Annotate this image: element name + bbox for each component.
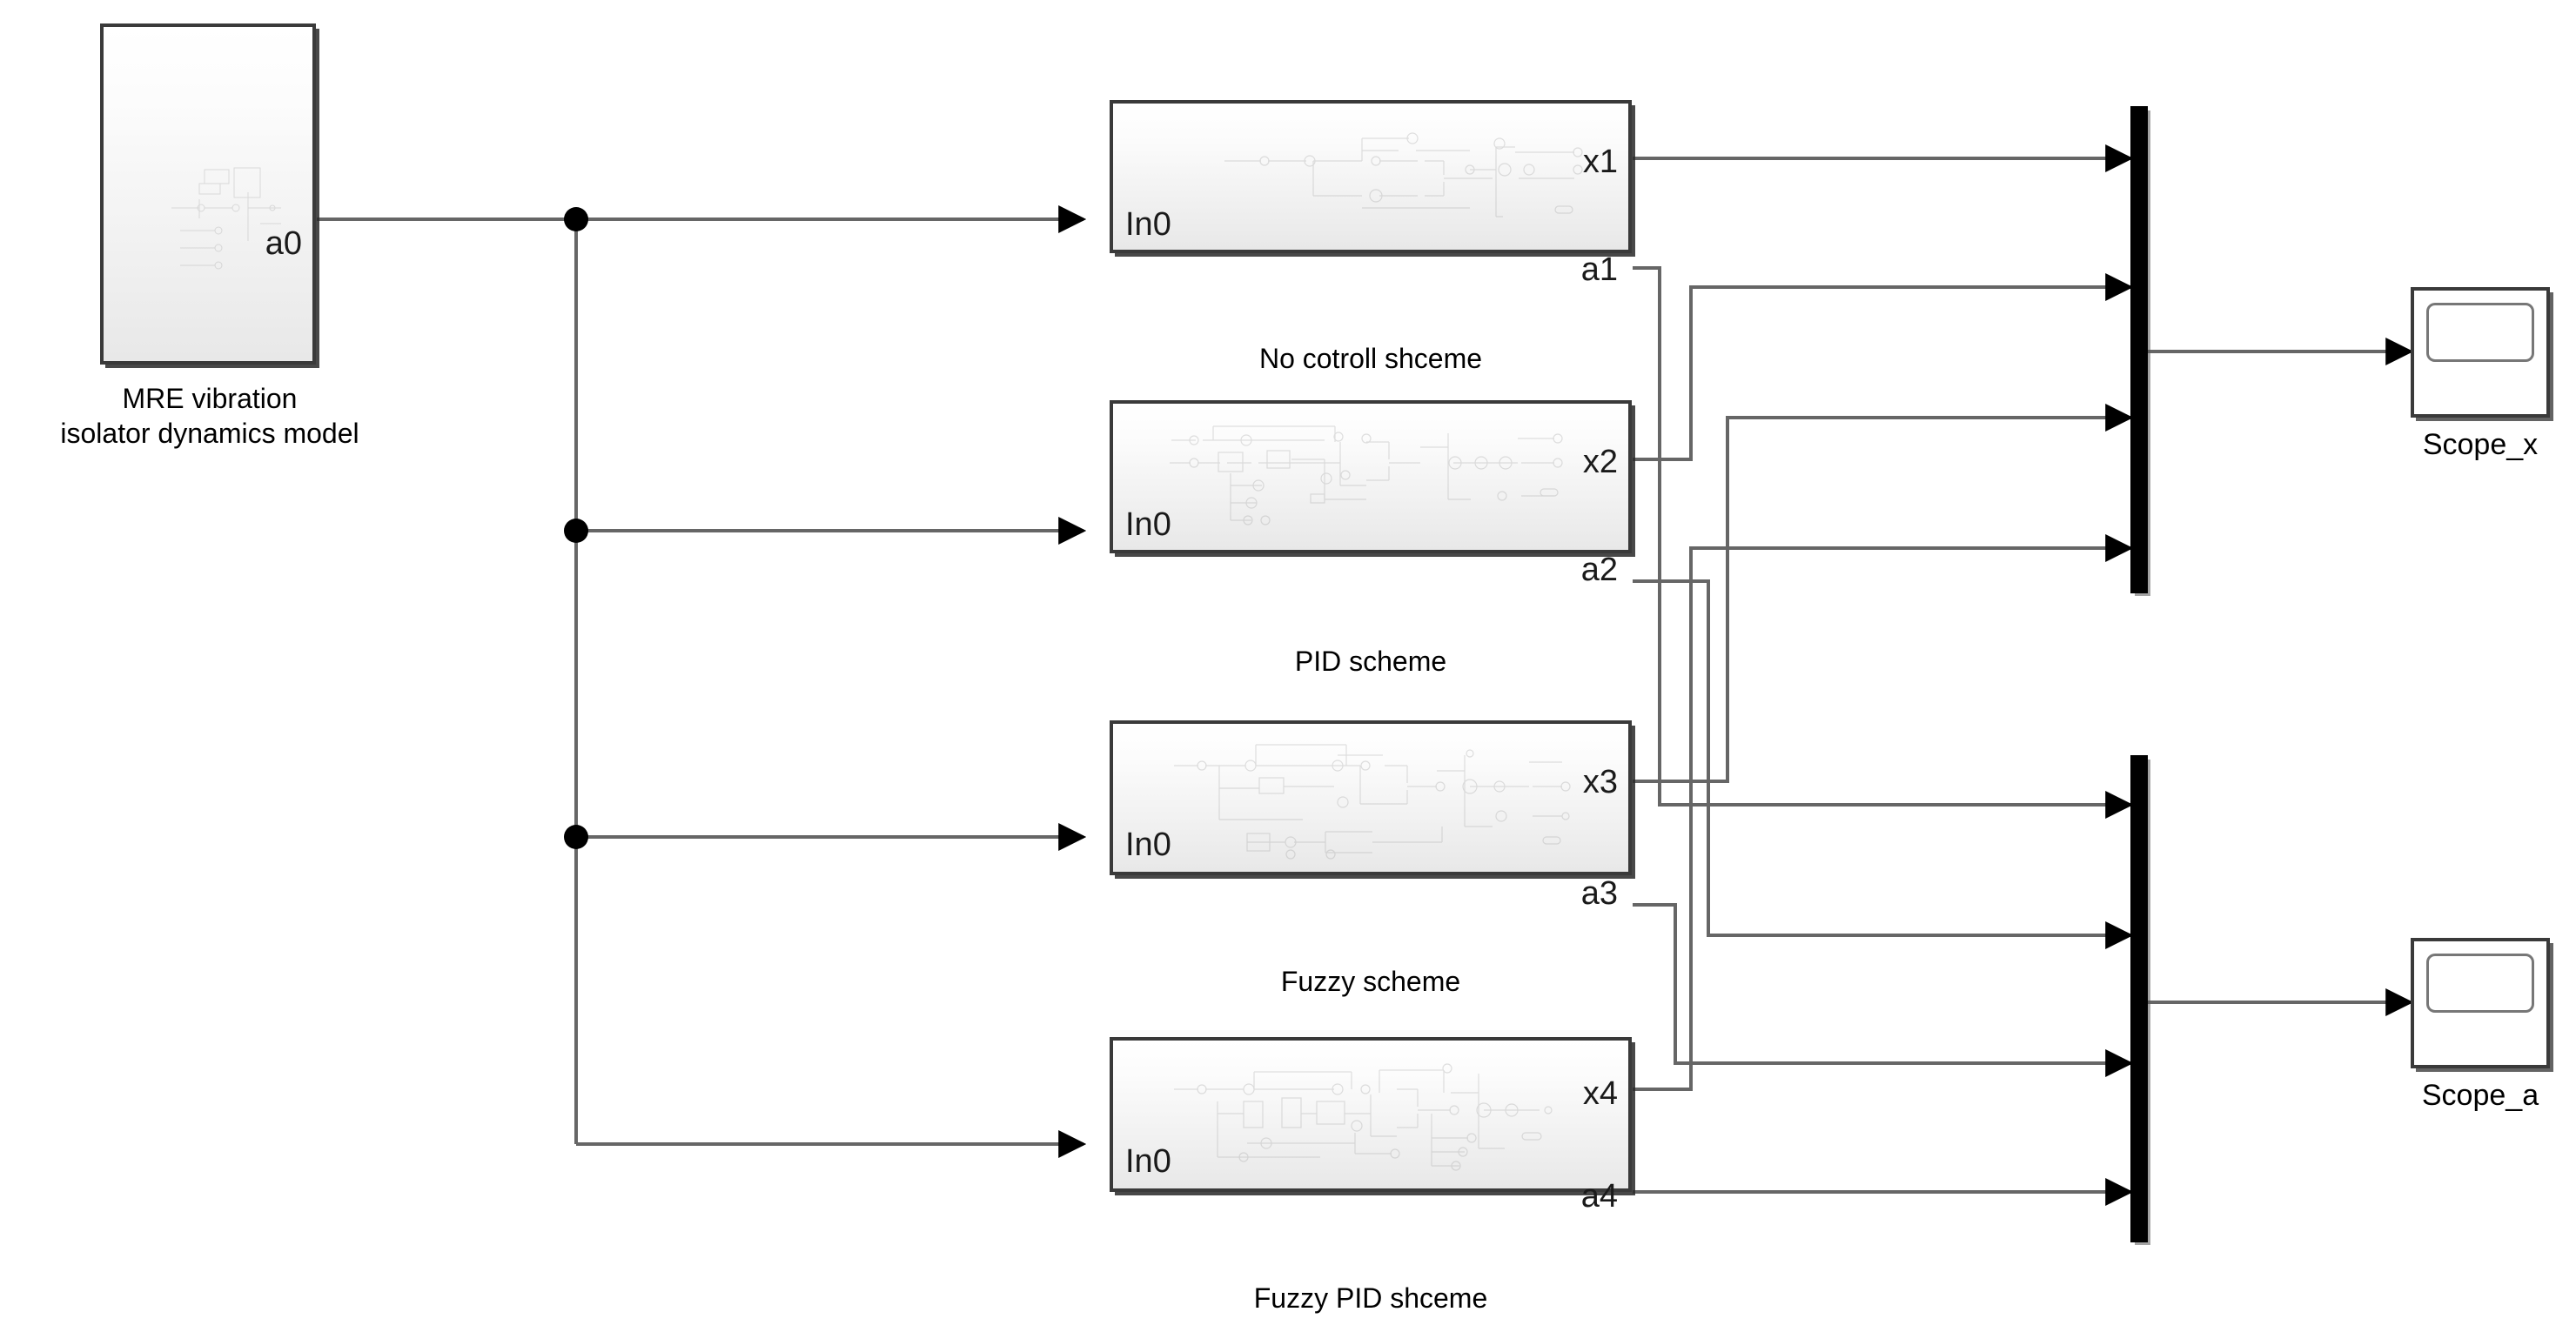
pid-output-port-x2-label: x2 xyxy=(1582,444,1618,480)
no-control-input-port-label: In0 xyxy=(1125,206,1171,243)
wire-a2 xyxy=(1633,579,2134,949)
scope-x-screen xyxy=(2426,303,2534,363)
fuzzy-output-port-a3-label: a3 xyxy=(1580,875,1618,912)
wire-a3 xyxy=(1633,903,2134,1077)
mre-output-port-label: a0 xyxy=(265,225,302,262)
no-control-output-port-x1-label: x1 xyxy=(1582,144,1618,180)
mux-a-block[interactable] xyxy=(2130,755,2148,1242)
fuzzy-pid-output-port-a4-label: a4 xyxy=(1580,1178,1618,1215)
fuzzy-pid-scheme-block[interactable]: In0 x4 a4 xyxy=(1110,1037,1632,1213)
scope-x-caption: Scope_x xyxy=(2422,428,2539,461)
scope-a-caption: Scope_a xyxy=(2421,1079,2539,1112)
branch-junctions xyxy=(564,207,588,849)
pid-output-port-a2-label: a2 xyxy=(1580,552,1618,588)
wire-x2 xyxy=(1633,273,2134,461)
no-control-scheme-block[interactable]: In0 x1 a1 xyxy=(1110,100,1632,286)
scope-x-block[interactable] xyxy=(2411,287,2550,418)
mre-model-caption: MRE vibration isolator dynamics model xyxy=(60,383,359,449)
no-control-scheme-caption: No cotroll shceme xyxy=(1258,343,1483,374)
subsystem-thumbnail xyxy=(1174,744,1571,860)
subsystem-thumbnail xyxy=(1224,132,1583,218)
wire-x3 xyxy=(1633,404,2134,783)
mre-model-block[interactable]: a0 xyxy=(100,23,316,365)
scope-a-screen xyxy=(2426,954,2534,1014)
subsystem-thumbnail xyxy=(1174,1063,1553,1171)
mux-x-block[interactable] xyxy=(2130,106,2148,593)
fuzzy-pid-output-port-x4-label: x4 xyxy=(1582,1075,1618,1112)
wire-x4 xyxy=(1633,534,2134,1091)
fuzzy-scheme-block[interactable]: In0 x3 a3 xyxy=(1110,720,1632,910)
wire-a1 xyxy=(1633,266,2134,819)
fuzzy-input-port-label: In0 xyxy=(1125,827,1171,863)
no-control-output-port-a1-label: a1 xyxy=(1580,251,1618,288)
scope-a-block[interactable] xyxy=(2411,938,2550,1068)
pid-scheme-caption: PID scheme xyxy=(1294,646,1447,677)
pid-input-port-label: In0 xyxy=(1125,506,1171,543)
junction-dot-1 xyxy=(564,207,588,231)
junction-dot-2 xyxy=(564,519,588,543)
junction-dot-3 xyxy=(564,825,588,849)
subsystem-thumbnail xyxy=(1170,425,1563,525)
fuzzy-output-port-x3-label: x3 xyxy=(1582,764,1618,800)
fuzzy-pid-scheme-caption: Fuzzy PID shceme xyxy=(1253,1282,1488,1314)
pid-scheme-block[interactable]: In0 x2 a2 xyxy=(1110,400,1632,586)
fuzzy-scheme-caption: Fuzzy scheme xyxy=(1280,966,1461,997)
fuzzy-pid-input-port-label: In0 xyxy=(1125,1143,1171,1180)
